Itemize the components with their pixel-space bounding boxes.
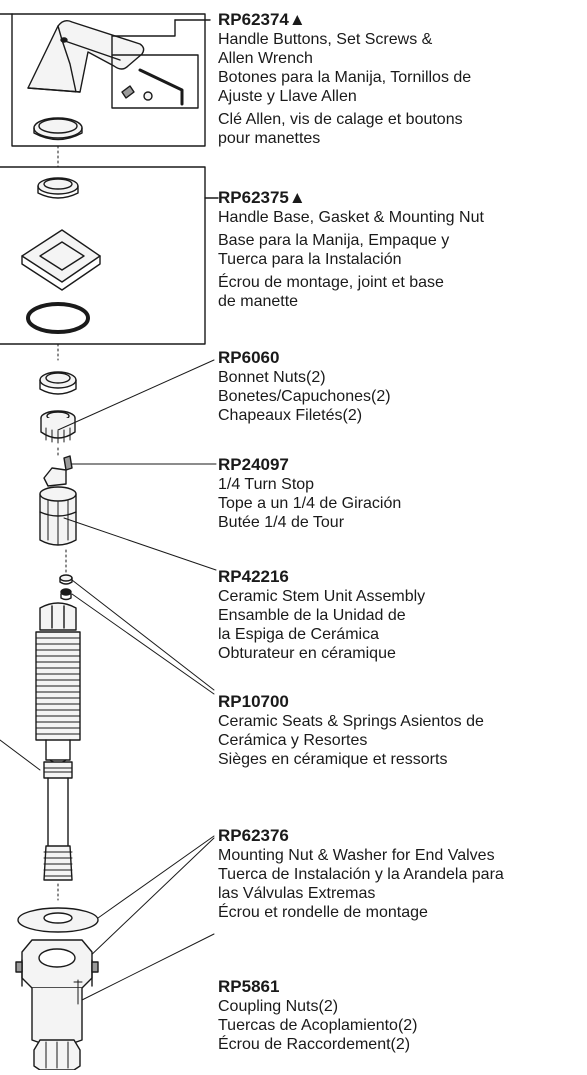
- valve-body-icon: [35, 602, 81, 764]
- part-number: RP10700: [218, 692, 289, 711]
- desc-en-1: 1/4 Turn Stop: [218, 476, 315, 493]
- handle-icon: [27, 19, 145, 93]
- bonnet-nut-bottom-icon: [40, 410, 76, 444]
- gasket-icon: [26, 302, 90, 334]
- desc-es-1: Tuercas de Acoplamiento(2): [218, 1017, 418, 1034]
- desc-es-2: Tuerca para la Instalación: [218, 251, 402, 268]
- desc-fr-2: de manette: [218, 293, 299, 310]
- desc-en-2: Cerámica y Resortes: [218, 732, 368, 749]
- screw-kit-box: [111, 54, 199, 109]
- callout-box-handle-base: [0, 166, 206, 345]
- desc-fr-1: Écrou de montage, joint et base: [218, 274, 444, 291]
- desc-en-1: Coupling Nuts(2): [218, 998, 339, 1015]
- desc-es-1: Tuerca de Instalación y la Arandela para: [218, 866, 504, 883]
- part-rp10700: RP10700 Ceramic Seats & Springs Asientos…: [218, 692, 584, 769]
- desc-en-1: Mounting Nut & Washer for End Valves: [218, 847, 495, 864]
- desc-en-1: Ceramic Stem Unit Assembly: [218, 588, 426, 605]
- part-rp6060: RP6060 Bonnet Nuts(2) Bonetes/Capuchones…: [218, 348, 584, 425]
- part-rp62375: RP62375▲ Handle Base, Gasket & Mounting …: [218, 188, 584, 311]
- bonnet-nut-top-icon: [39, 371, 77, 395]
- set-screw-icon: [121, 85, 135, 99]
- desc-fr-2: pour manettes: [218, 130, 321, 147]
- desc-fr-1: Écrou et rondelle de montage: [218, 904, 428, 921]
- part-number: RP62375▲: [218, 188, 306, 207]
- desc-fr-1: Butée 1/4 de Tour: [218, 514, 345, 531]
- spring-icon: [60, 588, 72, 601]
- part-rp24097: RP24097 1/4 Turn Stop Tope a un 1/4 de G…: [218, 455, 584, 532]
- part-rp5861: RP5861 Coupling Nuts(2) Tuercas de Acopl…: [218, 977, 584, 1054]
- threaded-shank-icon: [43, 845, 73, 881]
- desc-en-1: Bonnet Nuts(2): [218, 369, 326, 386]
- part-rp42216: RP42216 Ceramic Stem Unit Assembly Ensam…: [218, 567, 584, 663]
- part-rp62376: RP62376 Mounting Nut & Washer for End Va…: [218, 826, 584, 922]
- desc-en-2: Allen Wrench: [218, 50, 313, 67]
- desc-es-1: Ensamble de la Unidad de: [218, 607, 406, 624]
- part-number: RP62374▲: [218, 10, 306, 29]
- desc-fr-1: Chapeaux Filetés(2): [218, 407, 363, 424]
- desc-es-2: Ajuste y Llave Allen: [218, 88, 357, 105]
- desc-es-2: la Espiga de Cerámica: [218, 626, 379, 643]
- part-number: RP24097: [218, 455, 289, 474]
- handle-button-icon: [143, 91, 153, 101]
- o-ring-icon: [43, 761, 73, 779]
- desc-fr-1: Clé Allen, vis de calage et boutons: [218, 111, 463, 128]
- part-number: RP6060: [218, 348, 280, 367]
- callout-box-handle-buttons: [11, 13, 206, 147]
- desc-es-1: Tope a un 1/4 de Giración: [218, 495, 402, 512]
- desc-es-1: Botones para la Manija, Tornillos de: [218, 69, 472, 86]
- ceramic-seat-icon: [59, 574, 73, 585]
- desc-fr-1: Écrou de Raccordement(2): [218, 1036, 411, 1053]
- desc-en-1: Handle Base, Gasket & Mounting Nut: [218, 209, 484, 226]
- desc-fr-1: Obturateur en céramique: [218, 645, 396, 662]
- desc-es-1: Base para la Manija, Empaque y: [218, 232, 450, 249]
- allen-wrench-icon: [138, 68, 184, 106]
- mounting-bracket-icon: [15, 939, 99, 1046]
- part-rp62374: RP62374▲ Handle Buttons, Set Screws & Al…: [218, 10, 584, 148]
- turn-stop-icon: [63, 455, 73, 471]
- part-number: RP5861: [218, 977, 280, 996]
- desc-es-2: las Válvulas Extremas: [218, 885, 376, 902]
- desc-fr-1: Sièges en céramique et ressorts: [218, 751, 448, 768]
- desc-en-1: Handle Buttons, Set Screws &: [218, 31, 433, 48]
- washer-icon: [17, 907, 99, 933]
- part-number: RP42216: [218, 567, 289, 586]
- desc-en-1: Ceramic Seats & Springs Asientos de: [218, 713, 484, 730]
- handle-ring-icon: [33, 117, 83, 141]
- part-number: RP62376: [218, 826, 289, 845]
- stem-unit-icon: [39, 467, 77, 546]
- mounting-nut-icon: [37, 177, 79, 199]
- handle-base-icon: [21, 229, 101, 291]
- desc-es-1: Bonetes/Capuchones(2): [218, 388, 391, 405]
